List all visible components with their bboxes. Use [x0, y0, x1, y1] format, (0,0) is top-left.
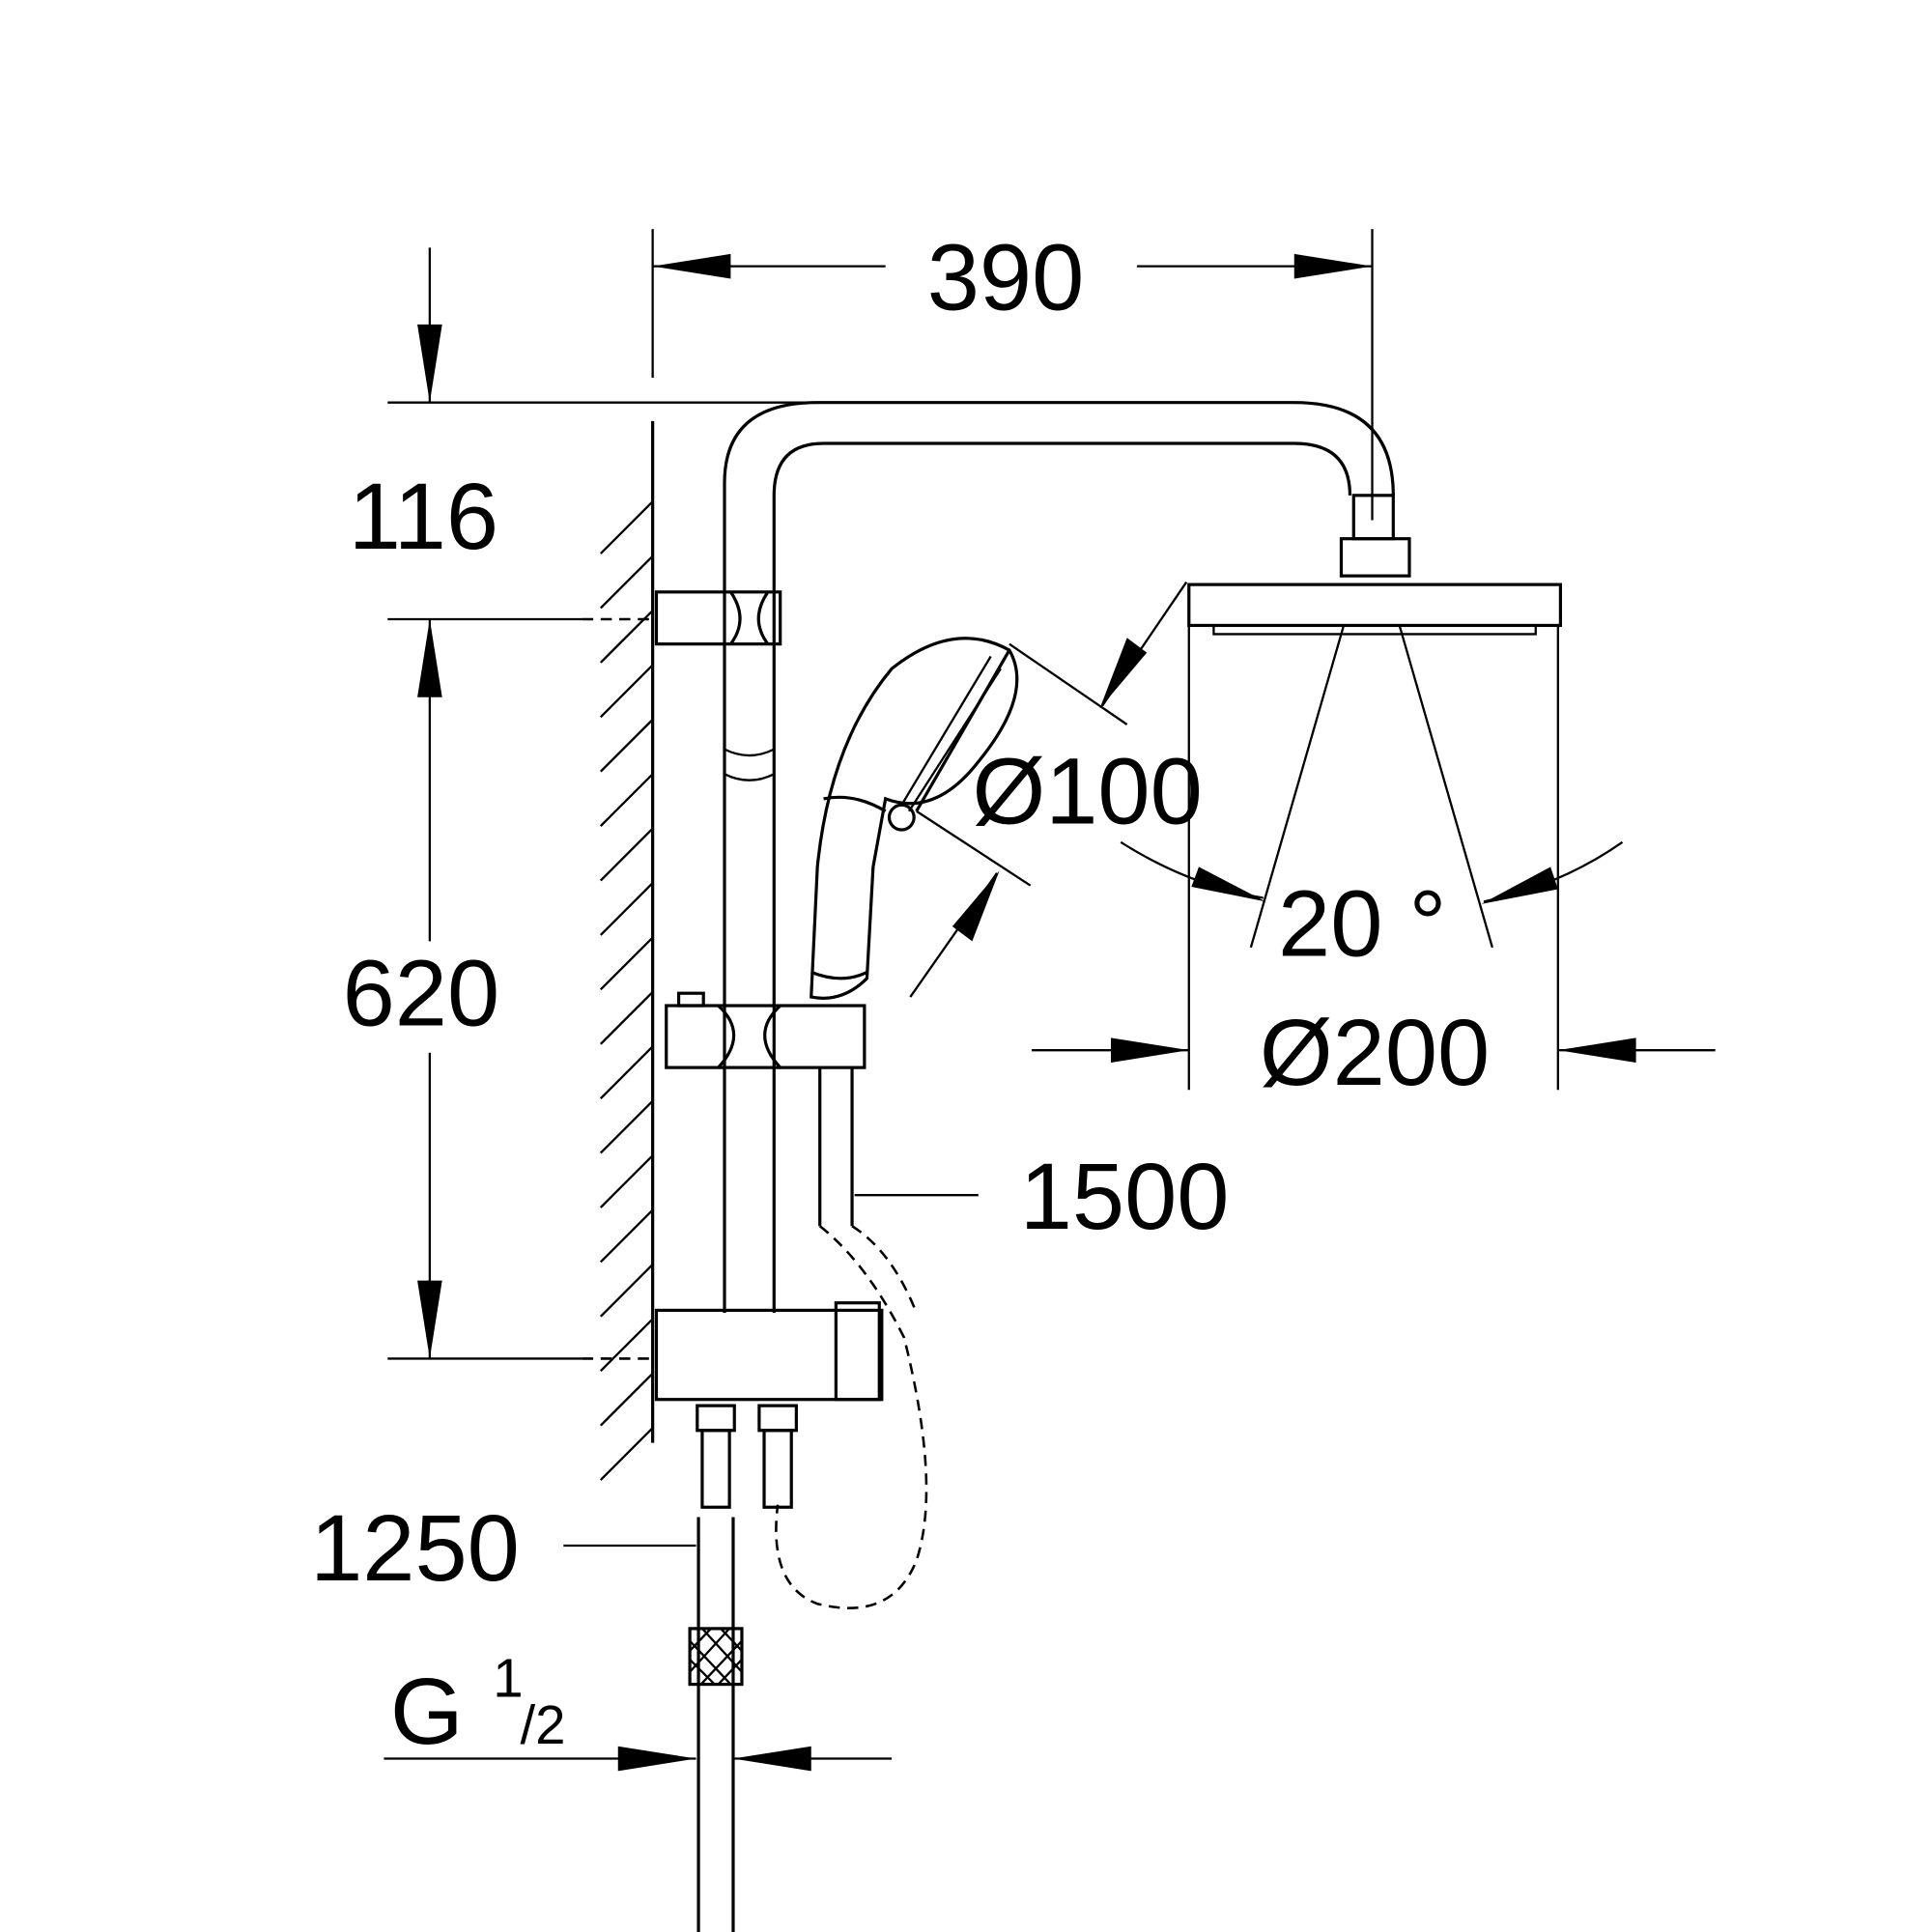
dim-hose-length-label: 1500 — [1020, 1144, 1230, 1249]
thread-denominator: /2 — [520, 1694, 565, 1755]
hatch-line — [599, 1154, 654, 1208]
dim-arm-height-label: 116 — [349, 464, 498, 569]
hand-shower: Ø100 — [810, 581, 1203, 1000]
dimension-head-diameter: Ø200 — [1031, 1000, 1716, 1105]
hatch-line — [599, 936, 654, 991]
hatch-line — [599, 1045, 654, 1099]
thread-numerator: 1 — [493, 1647, 523, 1708]
dimension-bracket-spacing: 620 — [343, 617, 651, 1360]
dimension-spray-angle: 20 ° — [1120, 840, 1624, 977]
supply-connections: 1250 — [310, 1404, 798, 1932]
dimension-arm-height: 116 — [349, 247, 818, 569]
wall-hatch — [599, 420, 655, 1481]
shower-hose: 1500 — [775, 1067, 1230, 1609]
dimension-width: 390 — [651, 225, 1374, 521]
dim-hand-diameter-label: Ø100 — [972, 739, 1202, 844]
hatch-line — [599, 1372, 654, 1427]
dim-width-label: 390 — [927, 225, 1085, 330]
hatch-line — [599, 882, 654, 936]
hatch-line — [599, 827, 654, 882]
hatch-line — [599, 1318, 654, 1373]
hatch-line — [599, 1099, 654, 1154]
hatch-line — [599, 610, 654, 664]
hatch-line — [599, 991, 654, 1045]
dim-spray-angle-label: 20 ° — [1278, 871, 1446, 977]
hatch-line — [599, 500, 654, 554]
hatch-line — [599, 1208, 654, 1264]
dimension-thread: G 1 /2 — [384, 1647, 893, 1772]
head-shower — [1187, 494, 1562, 1091]
hatch-line — [599, 1427, 654, 1481]
hatch-line — [599, 554, 654, 610]
shower-riser — [654, 401, 1395, 1402]
dim-supply-length-label: 1250 — [310, 1495, 520, 1601]
hatch-line — [599, 719, 654, 773]
hatch-line — [599, 1264, 654, 1318]
hatch-line — [599, 664, 654, 719]
dim-head-diameter-label: Ø200 — [1260, 1000, 1490, 1105]
dim-bracket-spacing-label: 620 — [343, 941, 500, 1046]
hatch-line — [599, 773, 654, 827]
thread-g-label: G — [390, 1659, 464, 1764]
